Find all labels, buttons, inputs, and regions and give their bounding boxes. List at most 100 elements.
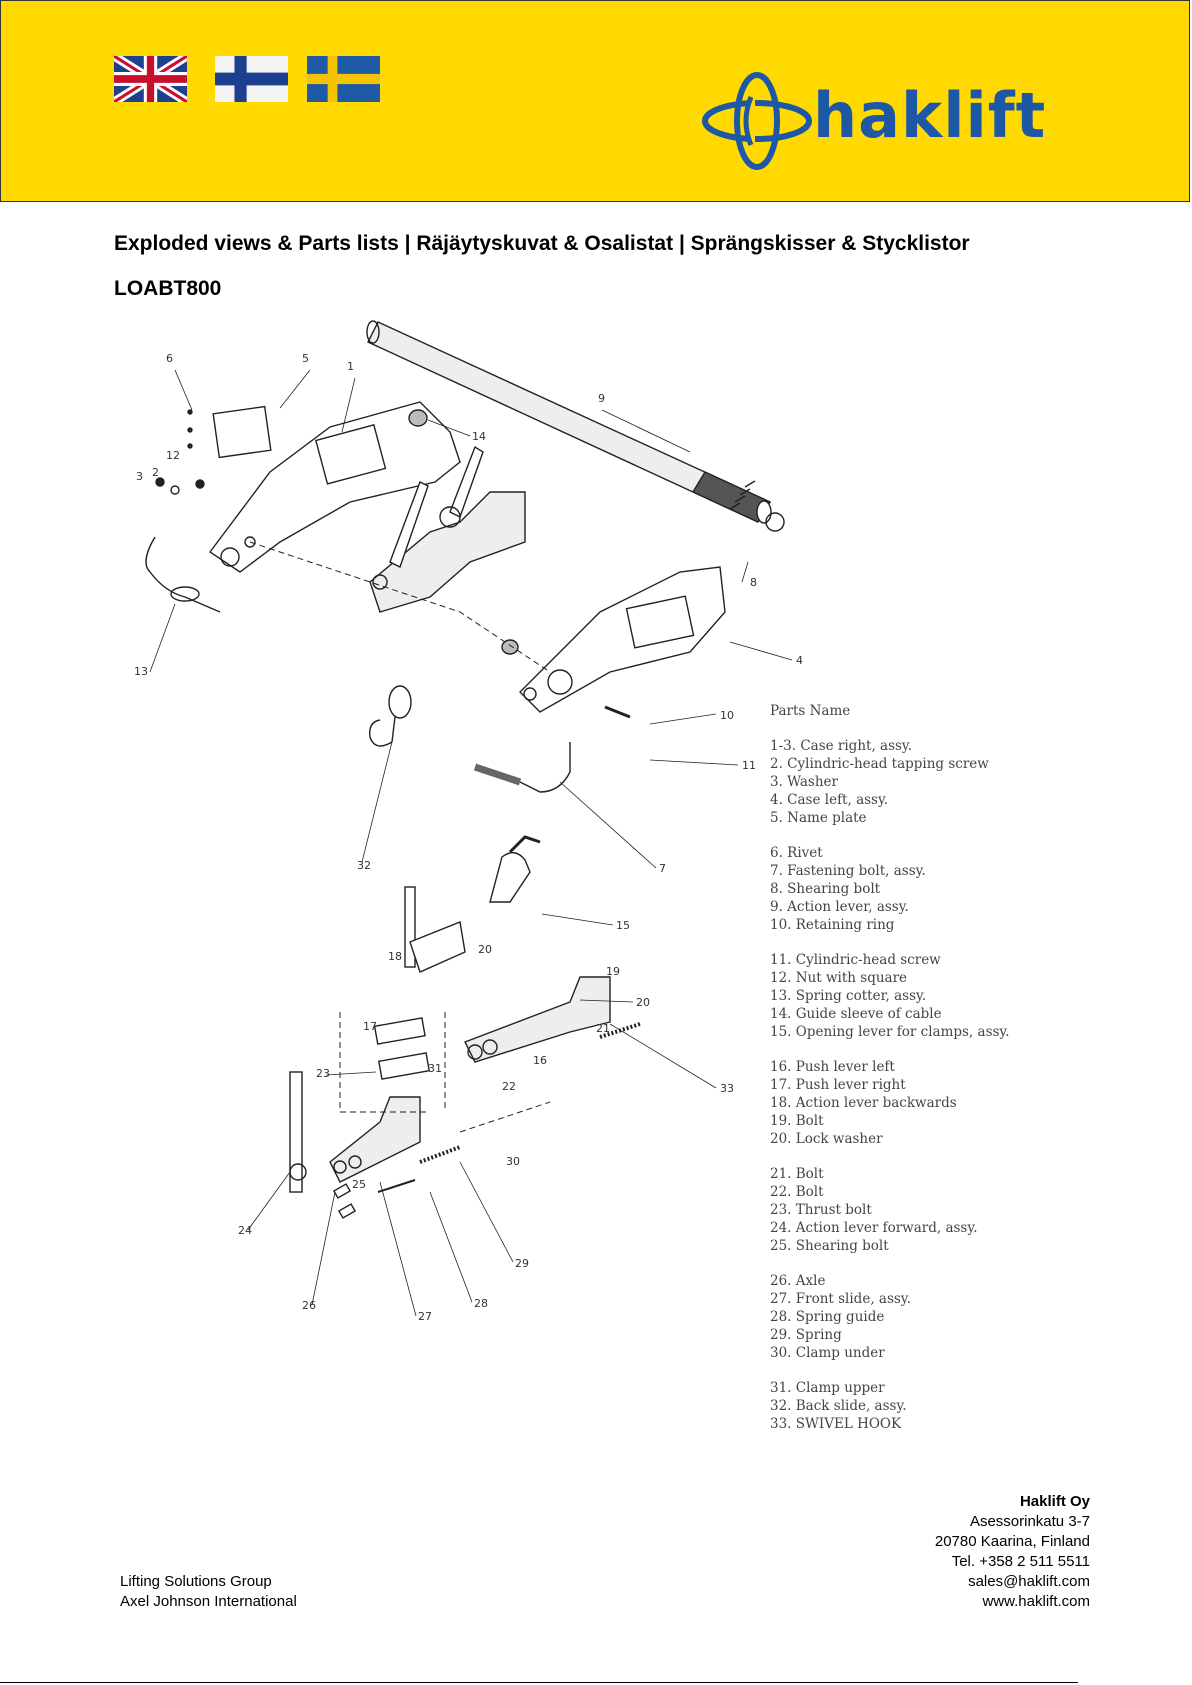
callout-19: 19 — [606, 965, 620, 978]
callout-26: 26 — [302, 1299, 316, 1312]
company-street: Asessorinkatu 3-7 — [969, 1513, 1090, 1530]
center-mechanism-part — [369, 445, 526, 613]
callout-2: 2 — [152, 466, 159, 479]
callout-9: 9 — [598, 392, 605, 405]
company-city: 20780 Kaarina, Finland — [934, 1533, 1090, 1550]
callout-23: 23 — [316, 1067, 330, 1080]
callout-8: 8 — [750, 576, 757, 589]
callout-20b: 20 — [636, 996, 650, 1009]
haklift-logo[interactable]: haklift — [701, 69, 1081, 173]
callout-22: 22 — [502, 1080, 516, 1093]
case-left-part — [519, 566, 726, 713]
part-item: 14. Guide sleeve of cable — [770, 1006, 942, 1022]
logo-text: haklift — [813, 79, 1047, 152]
part-item: 33. SWIVEL HOOK — [770, 1416, 902, 1432]
company-website[interactable]: www.haklift.com — [982, 1593, 1090, 1610]
part-item: 8. Shearing bolt — [770, 881, 881, 897]
part-item: 21. Bolt — [770, 1166, 824, 1182]
callout-29: 29 — [515, 1257, 529, 1270]
callout-1: 1 — [347, 360, 354, 373]
callout-14: 14 — [472, 430, 486, 443]
action-lever-part — [366, 320, 772, 524]
part-item: 32. Back slide, assy. — [770, 1398, 907, 1414]
callout-27: 27 — [418, 1310, 432, 1323]
callout-10: 10 — [720, 709, 734, 722]
part-item: 3. Washer — [770, 774, 838, 790]
part-item: 28. Spring guide — [770, 1309, 885, 1325]
sweden-flag-icon[interactable] — [307, 56, 380, 102]
callout-4: 4 — [796, 654, 803, 667]
part-item: 1-3. Case right, assy. — [770, 738, 913, 754]
case-right-part — [208, 401, 461, 573]
uk-flag-icon[interactable] — [114, 56, 187, 102]
part-item: 18. Action lever backwards — [770, 1095, 957, 1111]
group-info: Lifting Solutions Group Axel Johnson Int… — [120, 1572, 297, 1612]
part-item: 11. Cylindric-head screw — [770, 952, 941, 968]
part-item: 17. Push lever right — [770, 1077, 906, 1093]
header-banner: haklift — [0, 0, 1190, 202]
part-item: 12. Nut with square — [770, 970, 908, 986]
callout-28: 28 — [474, 1297, 488, 1310]
company-name: Haklift Oy — [1019, 1493, 1090, 1510]
callout-15: 15 — [616, 919, 630, 932]
parts-group-3: 11. Cylindric-head screw 12. Nut with sq… — [770, 951, 1010, 1041]
swivel-hook-part — [369, 685, 412, 747]
model-title: LOABT800 — [114, 277, 222, 300]
part-item: 4. Case left, assy. — [770, 792, 889, 808]
exploded-view-diagram: 6 5 1 9 14 12 2 3 8 13 4 10 11 32 7 15 2… — [130, 312, 1070, 1442]
parts-group-7: 31. Clamp upper 32. Back slide, assy. 33… — [770, 1379, 1010, 1433]
callout-33: 32 — [357, 859, 371, 872]
part-item: 30. Clamp under — [770, 1345, 885, 1361]
part-item: 13. Spring cotter, assy. — [770, 988, 927, 1004]
part-item: 9. Action lever, assy. — [770, 899, 909, 915]
callout-20a: 20 — [478, 943, 492, 956]
finland-flag-icon[interactable] — [215, 56, 288, 102]
page-title: Exploded views & Parts lists | Räjäytysk… — [114, 232, 970, 255]
callout-21: 21 — [596, 1022, 610, 1035]
callout-7: 7 — [659, 862, 666, 875]
callout-30: 30 — [506, 1155, 520, 1168]
part-item: 20. Lock washer — [770, 1131, 883, 1147]
part-item: 6. Rivet — [770, 845, 823, 861]
callout-17: 17 — [363, 1020, 377, 1033]
parts-group-5: 21. Bolt 22. Bolt 23. Thrust bolt 24. Ac… — [770, 1165, 1010, 1255]
part-item: 25. Shearing bolt — [770, 1238, 889, 1254]
part-item: 27. Front slide, assy. — [770, 1291, 911, 1307]
company-email[interactable]: sales@haklift.com — [968, 1573, 1090, 1590]
parts-group-1: 1-3. Case right, assy. 2. Cylindric-head… — [770, 737, 1010, 827]
callout-16: 16 — [533, 1054, 547, 1067]
part-item: 7. Fastening bolt, assy. — [770, 863, 926, 879]
callout-32: 33 — [720, 1082, 734, 1095]
callout-3: 3 — [136, 470, 143, 483]
parts-group-2: 6. Rivet 7. Fastening bolt, assy. 8. She… — [770, 844, 1010, 934]
part-item: 10. Retaining ring — [770, 917, 895, 933]
company-address: Haklift Oy Asessorinkatu 3-7 20780 Kaari… — [935, 1492, 1090, 1612]
part-item: 2. Cylindric-head tapping screw — [770, 756, 989, 772]
callout-5: 5 — [302, 352, 309, 365]
front-slide-part — [329, 1096, 421, 1183]
footer-divider — [0, 1682, 1078, 1683]
part-item: 19. Bolt — [770, 1113, 824, 1129]
group-line-2: Axel Johnson International — [120, 1593, 297, 1610]
callout-6: 6 — [166, 352, 173, 365]
parts-list-heading: Parts Name — [770, 703, 851, 719]
company-phone: Tel. +358 2 511 5511 — [951, 1553, 1090, 1570]
callout-31: 31 — [428, 1062, 442, 1075]
callout-24: 24 — [238, 1224, 252, 1237]
parts-list: Parts Name 1-3. Case right, assy. 2. Cyl… — [770, 702, 1010, 1450]
part-item: 16. Push lever left — [770, 1059, 895, 1075]
parts-group-6: 26. Axle 27. Front slide, assy. 28. Spri… — [770, 1272, 1010, 1362]
callout-25: 25 — [352, 1178, 366, 1191]
callout-18: 18 — [388, 950, 402, 963]
part-item: 15. Opening lever for clamps, assy. — [770, 1024, 1010, 1040]
part-item: 29. Spring — [770, 1327, 842, 1343]
callout-11: 11 — [742, 759, 756, 772]
callout-13: 13 — [134, 665, 148, 678]
part-item: 24. Action lever forward, assy. — [770, 1220, 978, 1236]
parts-group-4: 16. Push lever left 17. Push lever right… — [770, 1058, 1010, 1148]
part-item: 5. Name plate — [770, 810, 867, 826]
part-item: 31. Clamp upper — [770, 1380, 885, 1396]
callout-12: 12 — [166, 449, 180, 462]
part-item: 23. Thrust bolt — [770, 1202, 872, 1218]
back-slide-part — [464, 976, 611, 1063]
